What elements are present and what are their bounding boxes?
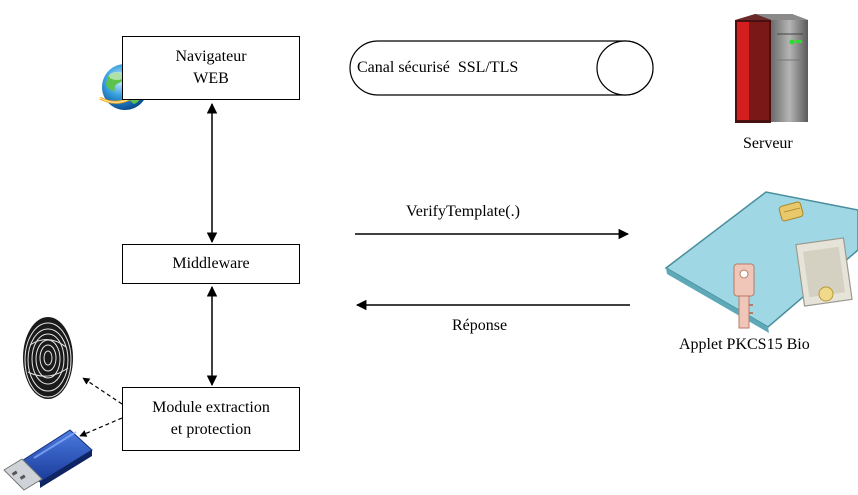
module-node-line2: et protection (170, 421, 252, 438)
response-label: Réponse (452, 317, 508, 334)
module-node-line1: Module extraction (152, 399, 270, 416)
request-label: VerifyTemplate(.) (406, 203, 520, 220)
module-to-usb-arrow (79, 417, 123, 437)
browser-node-line1: Navigateur (175, 48, 247, 65)
secure-channel-pipe (349, 40, 654, 96)
secure-channel-label: Canal sécurisé SSL/TLS (357, 59, 519, 76)
middleware-node-label: Middleware (172, 255, 250, 272)
middleware-node: Middleware (122, 244, 300, 284)
server-label: Serveur (743, 135, 793, 152)
fingerprint-icon (23, 317, 73, 399)
module-to-fingerprint-arrow (82, 377, 123, 405)
browser-node-line2: WEB (193, 70, 229, 87)
browser-node: Navigateur WEB (122, 36, 300, 100)
usb-key-icon (3, 429, 93, 491)
smart-card-icon (664, 191, 858, 333)
card-label: Applet PKCS15 Bio (679, 336, 810, 353)
server-icon (735, 14, 808, 123)
module-node: Module extraction et protection (122, 387, 300, 451)
